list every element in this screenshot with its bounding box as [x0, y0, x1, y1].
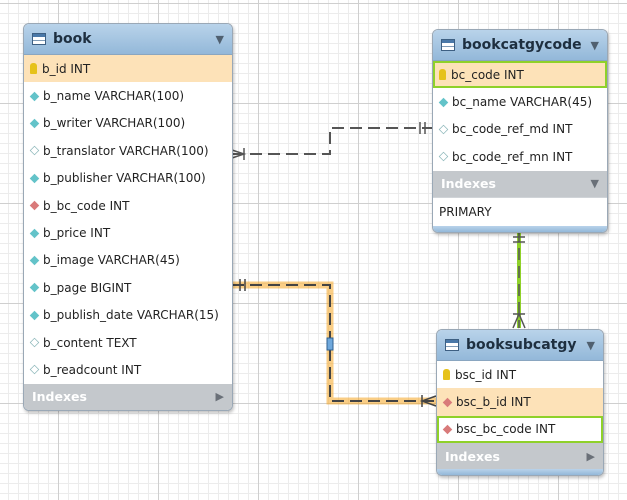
column-row[interactable]: b_translator VARCHAR(100) — [24, 137, 232, 164]
crowfoot-booksubcatgy-top — [512, 312, 526, 329]
column-label: bc_code INT — [451, 67, 524, 82]
column-icon — [29, 173, 40, 184]
table-book-header[interactable]: book ▼ — [24, 24, 232, 55]
column-label: bsc_bc_code INT — [456, 422, 556, 437]
column-label: b_bc_code INT — [43, 198, 130, 213]
column-icon — [29, 91, 40, 101]
column-label: b_name VARCHAR(100) — [43, 89, 185, 104]
column-row[interactable]: b_price INT — [24, 219, 232, 246]
one-mark-bookcatgycode-end — [419, 122, 426, 134]
crowfoot-book-end — [231, 148, 247, 160]
indexes-header[interactable]: Indexes ▼ — [433, 170, 607, 197]
table-title: book — [53, 31, 92, 47]
column-label: b_page BIGINT — [43, 280, 132, 295]
indexes-header[interactable]: Indexes ▶ — [24, 383, 232, 410]
column-row[interactable]: b_content TEXT — [24, 329, 232, 356]
expand-arrow-icon[interactable]: ▶ — [586, 449, 595, 463]
nullable-column-icon — [438, 152, 449, 162]
nullable-column-icon — [29, 146, 40, 156]
column-label: b_content TEXT — [43, 335, 137, 350]
relationship-handle[interactable] — [326, 337, 334, 351]
column-row[interactable]: b_writer VARCHAR(100) — [24, 110, 232, 137]
column-list: bc_code INT bc_name VARCHAR(45) bc_code_re… — [433, 61, 607, 171]
column-row[interactable]: b_image VARCHAR(45) — [24, 247, 232, 274]
column-label: b_writer VARCHAR(100) — [43, 116, 186, 131]
column-label: bsc_b_id INT — [456, 395, 531, 410]
primary-key-icon — [443, 369, 450, 381]
column-row[interactable]: b_page BIGINT — [24, 274, 232, 301]
column-label: bc_name VARCHAR(45) — [452, 95, 593, 110]
table-title: booksubcatgy — [466, 337, 577, 353]
column-row[interactable]: bc_code_ref_mn INT — [433, 143, 607, 170]
column-label: b_image VARCHAR(45) — [43, 253, 180, 268]
table-footer — [437, 469, 603, 476]
column-list: bsc_id INT bsc_b_id INT bsc_bc_code INT — [437, 361, 603, 444]
column-icon — [29, 228, 40, 238]
index-row-primary[interactable]: PRIMARY — [433, 196, 607, 226]
foreign-key-icon — [29, 200, 40, 211]
column-icon — [438, 97, 449, 107]
table-bookcatgycode[interactable]: bookcatgycode ▼ bc_code INT bc_name VARCH… — [432, 29, 608, 233]
column-row[interactable]: b_publish_date VARCHAR(15) — [24, 302, 232, 329]
table-title: bookcatgycode — [462, 37, 582, 53]
primary-key-icon — [439, 69, 446, 81]
collapse-arrow-icon[interactable]: ▼ — [215, 32, 224, 46]
column-label: b_translator VARCHAR(100) — [43, 143, 209, 158]
foreign-key-icon — [442, 424, 453, 435]
indexes-label: Indexes — [441, 176, 496, 192]
column-label: bc_code_ref_mn INT — [452, 149, 573, 164]
column-list: b_id INT b_name VARCHAR(100) b_writer VARC… — [24, 55, 232, 384]
nullable-column-icon — [29, 365, 40, 375]
column-row[interactable]: bc_code_ref_md INT — [433, 116, 607, 143]
column-row[interactable]: b_id INT — [24, 55, 232, 83]
column-label: b_id INT — [42, 61, 91, 76]
relationship-book-bookcatgycode[interactable] — [232, 127, 432, 155]
column-icon — [29, 283, 40, 293]
column-label: b_publish_date VARCHAR(15) — [43, 308, 219, 323]
column-row[interactable]: bsc_b_id INT — [437, 388, 603, 416]
table-icon — [441, 39, 455, 51]
column-icon — [29, 255, 40, 266]
primary-key-icon — [30, 63, 37, 75]
column-icon — [29, 118, 40, 129]
column-label: b_price INT — [43, 226, 111, 241]
column-label: bsc_id INT — [455, 367, 517, 382]
column-row[interactable]: bsc_bc_code INT — [437, 415, 603, 444]
table-booksubcatgy-header[interactable]: booksubcatgy ▼ — [437, 330, 603, 361]
table-icon — [32, 33, 46, 45]
crowfoot-booksubcatgy-left — [419, 395, 437, 407]
column-label: b_readcount INT — [43, 362, 142, 377]
nullable-column-icon — [29, 337, 40, 348]
column-label: bc_code_ref_md INT — [452, 122, 573, 137]
nullable-column-icon — [438, 124, 449, 135]
foreign-key-icon — [442, 397, 453, 407]
relationship-book-booksubcatgy[interactable] — [232, 284, 436, 402]
one-mark-bookcatgycode-bottom — [513, 236, 525, 243]
collapse-arrow-icon[interactable]: ▼ — [590, 177, 599, 191]
collapse-arrow-icon[interactable]: ▼ — [590, 38, 599, 52]
column-row[interactable]: bc_code INT — [433, 61, 607, 89]
expand-arrow-icon[interactable]: ▶ — [215, 390, 224, 404]
column-label: b_publisher VARCHAR(100) — [43, 171, 206, 186]
indexes-label: Indexes — [32, 389, 87, 405]
table-icon — [445, 339, 459, 351]
table-book[interactable]: book ▼ b_id INT b_name VARCHAR(100) b_writ… — [23, 23, 233, 411]
column-row[interactable]: b_readcount INT — [24, 356, 232, 383]
indexes-label: Indexes — [445, 448, 500, 464]
table-bookcatgycode-header[interactable]: bookcatgycode ▼ — [433, 30, 607, 61]
table-footer — [433, 225, 607, 232]
column-row[interactable]: b_name VARCHAR(100) — [24, 82, 232, 109]
column-row[interactable]: bsc_id INT — [437, 361, 603, 388]
column-row[interactable]: bc_name VARCHAR(45) — [433, 88, 607, 115]
one-mark-book-end — [239, 279, 246, 291]
collapse-arrow-icon[interactable]: ▼ — [586, 338, 595, 352]
column-row[interactable]: b_publisher VARCHAR(100) — [24, 165, 232, 192]
column-row[interactable]: b_bc_code INT — [24, 192, 232, 219]
relationship-book-booksubcatgy-glow — [232, 281, 436, 405]
indexes-header[interactable]: Indexes ▶ — [437, 443, 603, 470]
column-icon — [29, 310, 40, 320]
